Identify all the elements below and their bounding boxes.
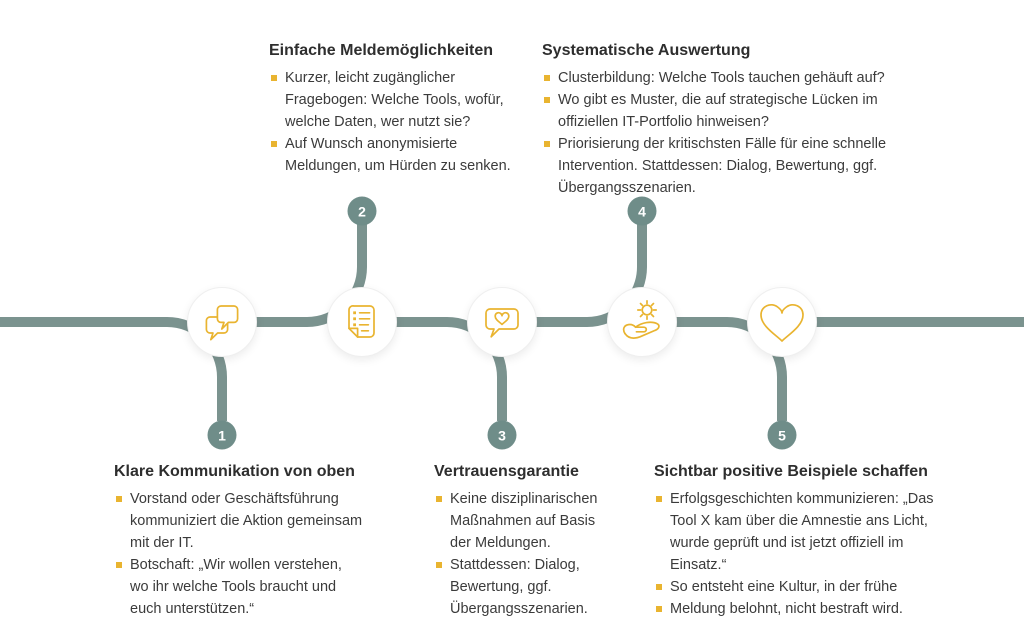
step-2-title: Einfache Meldemöglichkeiten bbox=[269, 42, 494, 59]
bullet-item: Clusterbildung: Welche Tools tauchen geh… bbox=[542, 67, 902, 89]
step-4-number: 4 bbox=[638, 203, 646, 219]
step-2-bullet-list: Kurzer, leicht zugänglicher Fragebogen: … bbox=[269, 67, 521, 177]
step-5-title: Sichtbar positive Beispiele schaffen bbox=[654, 463, 928, 480]
bullet-item: Wo gibt es Muster, die auf strategische … bbox=[542, 89, 902, 133]
step-1-number: 1 bbox=[218, 427, 226, 443]
step-4-number-badge: 4 bbox=[627, 196, 657, 226]
checklist-document-icon bbox=[348, 305, 375, 338]
bullet-item: Auf Wunsch anonymisierte Meldungen, um H… bbox=[269, 133, 521, 177]
step-4-title: Systematische Auswertung bbox=[542, 42, 751, 59]
bullet-item: Botschaft: „Wir wollen verstehen, wo ihr… bbox=[114, 554, 364, 620]
bullet-item: Erfolgsgeschichten kommunizieren: „Das T… bbox=[654, 488, 950, 576]
step-5-bullet-list: Erfolgsgeschichten kommunizieren: „Das T… bbox=[654, 488, 950, 620]
chat-bubbles-icon bbox=[205, 305, 239, 341]
step-1-title: Klare Kommunikation von oben bbox=[114, 463, 355, 480]
bullet-item: Vorstand oder Geschäftsführung kommunizi… bbox=[114, 488, 364, 554]
step-3-title: Vertrauensgarantie bbox=[434, 463, 579, 480]
step-3-icon-circle bbox=[467, 287, 537, 357]
heart-icon bbox=[760, 304, 804, 342]
step-5-text-block: Sichtbar positive Beispiele schaffen Erf… bbox=[654, 461, 950, 620]
heart-speech-bubble-icon bbox=[485, 308, 519, 338]
bullet-item: Meldung belohnt, nicht bestraft wird. bbox=[654, 598, 950, 620]
bullet-item: Stattdessen: Dialog, Bewertung, ggf. Übe… bbox=[434, 554, 610, 620]
step-3-number-badge: 3 bbox=[487, 420, 517, 450]
hand-holding-gear-icon bbox=[622, 299, 660, 339]
step-1-text-block: Klare Kommunikation von oben Vorstand od… bbox=[114, 461, 364, 620]
step-5-number: 5 bbox=[778, 427, 786, 443]
step-3-text-block: Vertrauensgarantie Keine disziplinarisch… bbox=[434, 461, 610, 620]
bullet-item: So entsteht eine Kultur, in der frühe bbox=[654, 576, 950, 598]
step-2-number-badge: 2 bbox=[347, 196, 377, 226]
step-2-icon-circle bbox=[327, 287, 397, 357]
step-5-icon-circle bbox=[747, 287, 817, 357]
step-5-number-badge: 5 bbox=[767, 420, 797, 450]
step-1-bullet-list: Vorstand oder Geschäftsführung kommunizi… bbox=[114, 488, 364, 620]
step-4-bullet-list: Clusterbildung: Welche Tools tauchen geh… bbox=[542, 67, 902, 199]
step-2-number: 2 bbox=[358, 203, 366, 219]
bullet-item: Kurzer, leicht zugänglicher Fragebogen: … bbox=[269, 67, 521, 133]
step-3-number: 3 bbox=[498, 427, 506, 443]
step-2-text-block: Einfache Meldemöglichkeiten Kurzer, leic… bbox=[269, 40, 521, 177]
bullet-item: Keine disziplinarischen Maßnahmen auf Ba… bbox=[434, 488, 610, 554]
step-4-icon-circle bbox=[607, 287, 677, 357]
bullet-item: Priorisierung der kritischsten Fälle für… bbox=[542, 133, 902, 199]
step-3-bullet-list: Keine disziplinarischen Maßnahmen auf Ba… bbox=[434, 488, 610, 620]
step-1-icon-circle bbox=[187, 287, 257, 357]
step-4-text-block: Systematische Auswertung Clusterbildung:… bbox=[542, 40, 902, 199]
step-1-number-badge: 1 bbox=[207, 420, 237, 450]
